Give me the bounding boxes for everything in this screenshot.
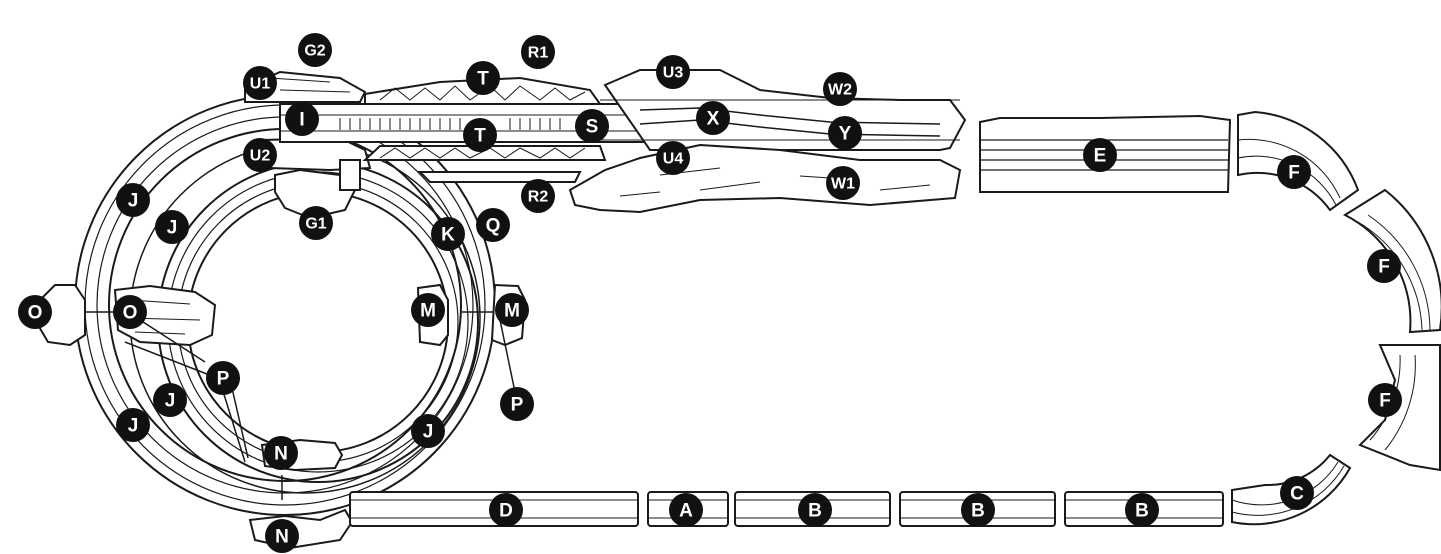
connector-lines-p (124, 319, 516, 463)
label-badge-u3: U3 (656, 55, 690, 89)
gate-assembly (244, 70, 372, 220)
label-badge-b-1: B (798, 493, 832, 527)
label-text-r2: R2 (528, 189, 549, 206)
label-badge-u2: U2 (243, 138, 277, 172)
label-text-m-left: M (420, 301, 436, 322)
label-text-i: I (299, 110, 304, 131)
label-text-j-5: J (423, 422, 434, 443)
label-text-b-1: B (808, 501, 822, 522)
label-text-x: X (707, 109, 720, 130)
label-badge-f-bottom: F (1368, 383, 1402, 417)
label-badge-u4: U4 (656, 141, 690, 175)
label-badge-m-left: M (411, 293, 445, 327)
label-badge-t-top: T (466, 61, 500, 95)
label-badge-o-left: O (18, 295, 52, 329)
label-text-n-top: N (274, 444, 288, 465)
label-text-t-top: T (477, 69, 489, 90)
label-badge-p-right: P (500, 387, 534, 421)
label-text-a: A (679, 501, 693, 522)
label-text-w2: W2 (828, 82, 852, 99)
label-text-j-1: J (128, 191, 139, 212)
label-badge-y: Y (828, 116, 862, 150)
label-badge-g2: G2 (298, 33, 332, 67)
label-text-f-mid: F (1378, 257, 1390, 278)
rock-tunnel-section (568, 69, 967, 214)
label-text-r1: R1 (528, 45, 549, 62)
label-badge-k: K (431, 217, 465, 251)
label-text-u1: U1 (250, 76, 271, 93)
bottom-straights (349, 491, 1224, 527)
label-badge-d: D (489, 493, 523, 527)
label-badge-f-mid: F (1367, 249, 1401, 283)
label-badge-w1: W1 (826, 166, 860, 200)
label-badge-j-4: J (116, 408, 150, 442)
label-badge-m-right: M (495, 293, 529, 327)
label-badge-w2: W2 (823, 72, 857, 106)
label-text-b-2: B (971, 501, 985, 522)
label-text-j-3: J (165, 391, 176, 412)
label-text-c: C (1290, 484, 1304, 505)
label-text-b-3: B (1135, 501, 1149, 522)
label-text-k: K (441, 225, 455, 246)
label-badge-e: E (1083, 138, 1117, 172)
curve-track-f (1237, 110, 1441, 472)
label-text-g1: G1 (305, 216, 326, 233)
label-text-t-mid: T (474, 126, 486, 147)
label-text-w1: W1 (831, 176, 855, 193)
label-badge-u1: U1 (243, 66, 277, 100)
label-badge-t-mid: T (463, 118, 497, 152)
label-badge-r1: R1 (521, 35, 555, 69)
label-badge-q: Q (476, 208, 510, 242)
label-text-o-left: O (28, 303, 43, 324)
label-badge-j-3: J (153, 383, 187, 417)
label-badge-x: X (696, 101, 730, 135)
label-badge-i: I (285, 102, 319, 136)
label-badge-a: A (669, 493, 703, 527)
label-text-o-right: O (123, 303, 138, 324)
label-badge-o-right: O (113, 295, 147, 329)
label-badge-s: S (575, 109, 609, 143)
label-text-u3: U3 (663, 65, 684, 82)
label-badge-j-5: J (411, 414, 445, 448)
label-badge-f-top: F (1277, 155, 1311, 189)
label-badge-n-bottom: N (265, 519, 299, 553)
label-badge-b-2: B (961, 493, 995, 527)
label-text-m-right: M (504, 301, 520, 322)
label-badge-b-3: B (1125, 493, 1159, 527)
label-text-u4: U4 (663, 151, 684, 168)
label-badge-r2: R2 (521, 179, 555, 213)
label-text-f-bottom: F (1379, 391, 1391, 412)
label-badge-j-2: J (155, 210, 189, 244)
label-text-g2: G2 (304, 43, 325, 60)
label-text-p-right: P (511, 395, 524, 416)
label-text-s: S (586, 117, 599, 138)
label-text-q: Q (486, 216, 501, 237)
label-badge-g1: G1 (299, 206, 333, 240)
label-badge-c: C (1280, 476, 1314, 510)
label-text-f-top: F (1288, 163, 1300, 184)
label-text-u2: U2 (250, 148, 271, 165)
label-badge-j-1: J (116, 183, 150, 217)
label-text-d: D (499, 501, 513, 522)
label-text-j-4: J (128, 416, 139, 437)
label-badge-p-left: P (206, 361, 240, 395)
label-text-j-2: J (167, 218, 178, 239)
label-text-n-bottom: N (275, 527, 289, 548)
label-text-e: E (1094, 146, 1107, 167)
label-badge-n-top: N (264, 436, 298, 470)
label-text-y: Y (839, 124, 852, 145)
label-text-p-left: P (217, 369, 230, 390)
